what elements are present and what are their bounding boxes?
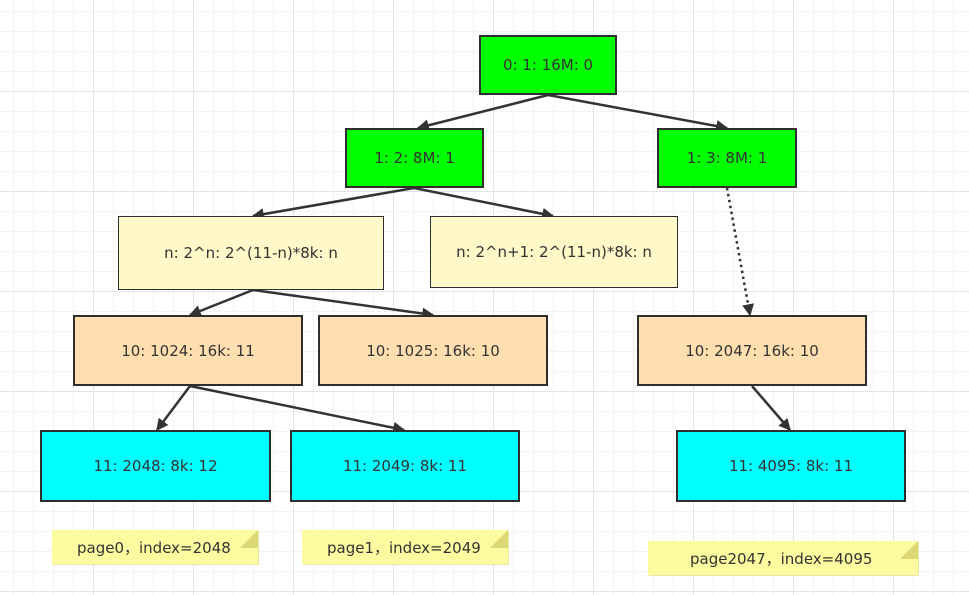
edge-1-2-to-n-right <box>413 186 555 220</box>
node-11-4095[interactable]: 11: 4095: 8k: 11 <box>676 430 906 502</box>
note-page2047-text: page2047，index=4095 <box>690 549 873 568</box>
note-page1-text: page1，index=2049 <box>327 538 481 557</box>
edge-1024-to-2048 <box>156 385 191 431</box>
edge-n-to-1025 <box>252 288 435 320</box>
edge-n-to-1024 <box>188 288 254 317</box>
node-root[interactable]: 0: 1: 16M: 0 <box>479 35 617 95</box>
node-n-right[interactable]: n: 2^n+1: 2^(11-n)*8k: n <box>430 216 678 288</box>
edge-1024-to-2049 <box>189 384 406 434</box>
note-fold-corner <box>900 541 918 559</box>
node-10-1024[interactable]: 10: 1024: 16k: 11 <box>73 315 303 386</box>
node-1-2[interactable]: 1: 2: 8M: 1 <box>345 128 484 188</box>
node-n-left[interactable]: n: 2^n: 2^(11-n)*8k: n <box>118 216 384 290</box>
node-11-2049[interactable]: 11: 2049: 8k: 11 <box>290 430 520 502</box>
note-fold-corner <box>490 530 508 548</box>
node-10-2047[interactable]: 10: 2047: 16k: 10 <box>637 315 867 386</box>
note-page0[interactable]: page0，index=2048 <box>52 530 258 564</box>
edge-root-to-1-3 <box>547 93 729 132</box>
edge-root-to-1-2 <box>416 93 549 132</box>
note-page2047[interactable]: page2047，index=4095 <box>648 541 918 575</box>
note-page0-text: page0，index=2048 <box>77 538 231 557</box>
node-10-1025[interactable]: 10: 1025: 16k: 10 <box>318 315 548 386</box>
node-11-2048[interactable]: 11: 2048: 8k: 12 <box>40 430 271 502</box>
edge-1-2-to-n-left <box>251 186 415 221</box>
node-1-3[interactable]: 1: 3: 8M: 1 <box>657 128 797 188</box>
edge-1-3-to-2047-dotted <box>725 187 754 317</box>
note-page1[interactable]: page1，index=2049 <box>302 530 508 564</box>
edge-2047-to-4095 <box>751 385 791 431</box>
note-fold-corner <box>240 530 258 548</box>
